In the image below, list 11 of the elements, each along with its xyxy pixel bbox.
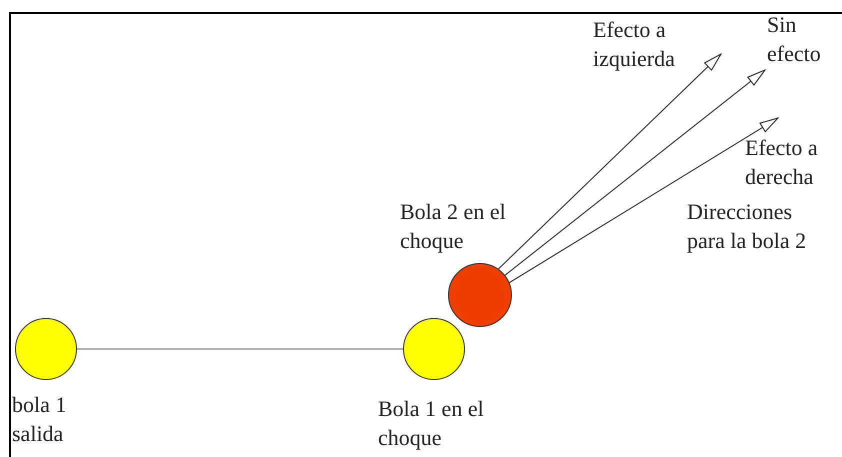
path-line bbox=[76, 348, 404, 350]
ball-label: Bola 1 en el choque bbox=[378, 395, 485, 452]
direction-label: Sin efecto bbox=[767, 10, 841, 68]
arrow bbox=[498, 54, 722, 270]
ball-label: Bola 2 en el choque bbox=[400, 198, 507, 255]
note-text: Direcciones para la bola 2 bbox=[687, 198, 808, 255]
direction-label: Efecto a derecha bbox=[745, 133, 841, 191]
arrow bbox=[504, 70, 766, 276]
direction-label: Efecto a izquierda bbox=[593, 15, 721, 73]
ball-label: bola 1 salida bbox=[12, 391, 68, 448]
arrow bbox=[509, 118, 778, 284]
